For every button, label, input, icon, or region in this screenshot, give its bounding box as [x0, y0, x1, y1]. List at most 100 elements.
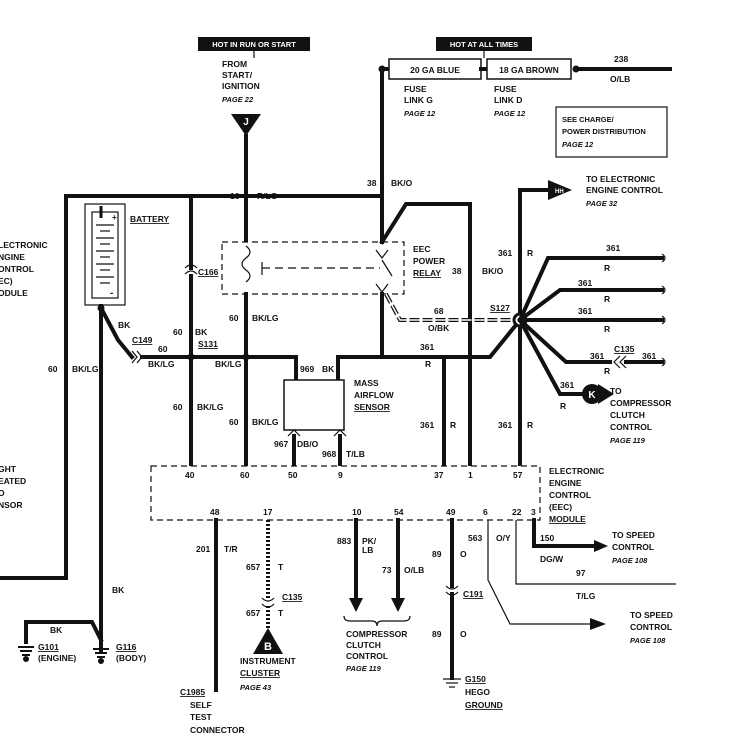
g101-label: G101 — [38, 642, 59, 652]
svg-text:HH: HH — [555, 189, 564, 195]
g116-sub: (BODY) — [116, 653, 146, 663]
pin-top-50: 50 — [288, 470, 298, 480]
wire-968-color: T/LB — [346, 449, 365, 459]
left-module-5: ODULE — [0, 288, 28, 298]
wire-968-num: 968 — [322, 449, 336, 459]
left-sensor-3: O — [0, 488, 5, 498]
wire-201-color: T/R — [224, 544, 238, 554]
pin-bot-10: 10 — [352, 507, 362, 517]
wire-38b-color: BK/O — [482, 266, 504, 276]
eec-module-box — [150, 465, 541, 521]
wire-60-d-color: BK/LG — [252, 417, 279, 427]
self-test-1: C1985 — [180, 687, 205, 697]
wire-150-num: 150 — [540, 533, 554, 543]
wire-60-a-num: 60 — [173, 327, 183, 337]
pin-top-57: 57 — [513, 470, 523, 480]
wire-73-num: 73 — [382, 565, 392, 575]
wire-883-num: 883 — [337, 536, 351, 546]
connector-c149: C149 — [132, 335, 153, 345]
fan-r-1: R — [604, 263, 610, 273]
wire-38-branch — [379, 202, 472, 468]
wire-361-l-num: 361 — [420, 420, 434, 430]
self-test-3: TEST — [190, 712, 213, 722]
hot-run-tag — [198, 37, 310, 51]
compressor-r-3: CLUTCH — [610, 410, 645, 420]
hego-1: G150 — [465, 674, 486, 684]
hot-all-text: HOT AT ALL TIMES — [450, 40, 518, 49]
wire-89a-num: 89 — [432, 549, 442, 559]
see-charge-2: POWER DISTRIBUTION — [562, 127, 646, 136]
pin-bot-54: 54 — [394, 507, 404, 517]
pin-bot-48: 48 — [210, 507, 220, 517]
wire-60-left-color: BK/LG — [72, 364, 99, 374]
svg-text:+: + — [112, 213, 117, 222]
wire-68-num: 68 — [434, 306, 444, 316]
wire-60-a-color: BK — [195, 327, 208, 337]
fuse-g-page: PAGE 12 — [404, 109, 436, 118]
wire-60-s-num: 60 — [158, 344, 168, 354]
connector-c191: C191 — [463, 589, 484, 599]
fan-r-4: R — [604, 366, 610, 376]
wire-60-left-loop — [0, 194, 384, 580]
wire-16-num: 16 — [230, 191, 240, 201]
ground-g101-symbol — [18, 646, 34, 662]
connector-k-label: K — [588, 390, 596, 401]
wire-60-d-num: 60 — [229, 417, 239, 427]
compressor-b-3: CONTROL — [346, 651, 388, 661]
wire-60-b-num: 60 — [229, 313, 239, 323]
from-start-1: FROM — [222, 59, 247, 69]
splice-s131: S131 — [198, 339, 218, 349]
hego-3: GROUND — [465, 700, 503, 710]
battery-label: BATTERY — [130, 214, 170, 224]
fan-r-5: R — [560, 401, 566, 411]
wire-657a-color: T — [278, 562, 284, 572]
wire-60-s-color2: BK/LG — [215, 359, 242, 369]
g101-sub: (ENGINE) — [38, 653, 76, 663]
wire-60-c-num: 60 — [173, 402, 183, 412]
eec-module-4: (EEC) — [549, 502, 572, 512]
relay-label-1: EEC — [413, 244, 430, 254]
left-sensor-2: EATED — [0, 476, 26, 486]
maf-label-1: MASS — [354, 378, 379, 388]
pin-top-1: 1 — [468, 470, 473, 480]
relay-label-2: POWER — [413, 256, 445, 266]
speed2-page: PAGE 108 — [630, 636, 666, 645]
compressor-b-1: COMPRESSOR — [346, 629, 407, 639]
eec-module-5: MODULE — [549, 514, 586, 524]
pin-top-9: 9 — [338, 470, 343, 480]
wire-150-color: DG/W — [540, 554, 564, 564]
compressor-r-page: PAGE 119 — [610, 436, 646, 445]
pin-top-40: 40 — [185, 470, 195, 480]
speed1-page: PAGE 108 — [612, 556, 648, 565]
compressor-b-page: PAGE 119 — [346, 664, 382, 673]
left-sensor-4: NSOR — [0, 500, 23, 510]
hot-all-tag — [436, 37, 532, 51]
wire-bk-g116: BK — [112, 585, 125, 595]
wire-60-left-num: 60 — [48, 364, 58, 374]
left-module-2: NGINE — [0, 252, 25, 262]
wire-89a-color: O — [460, 549, 467, 559]
fan-361-1: 361 — [606, 243, 620, 253]
wire-89b-num: 89 — [432, 629, 442, 639]
wire-361-top-num: 361 — [498, 248, 512, 258]
hego-2: HEGO — [465, 687, 490, 697]
compressor-b-2: CLUTCH — [346, 640, 381, 650]
left-module-3: ONTROL — [0, 264, 34, 274]
pin-bot-17: 17 — [263, 507, 273, 517]
wire-97-color: T/LG — [576, 591, 596, 601]
fuse-d-label-2: LINK D — [494, 95, 522, 105]
maf-sensor-box — [283, 379, 345, 431]
connector-c135a: C135 — [282, 592, 303, 602]
connector-j-shape — [231, 114, 261, 136]
fan-r-3: R — [604, 324, 610, 334]
g116-label: G116 — [116, 642, 137, 652]
wire-361-r-color: R — [527, 420, 533, 430]
wire-60-s-color: BK/LG — [148, 359, 175, 369]
self-test-4: CONNECTOR — [190, 725, 245, 735]
wire-38-num: 38 — [367, 178, 377, 188]
fan-361-4: 361 — [590, 351, 604, 361]
wire-68-color: O/BK — [428, 323, 450, 333]
from-start-3: IGNITION — [222, 81, 260, 91]
wire-361-m-num: 361 — [420, 342, 434, 352]
